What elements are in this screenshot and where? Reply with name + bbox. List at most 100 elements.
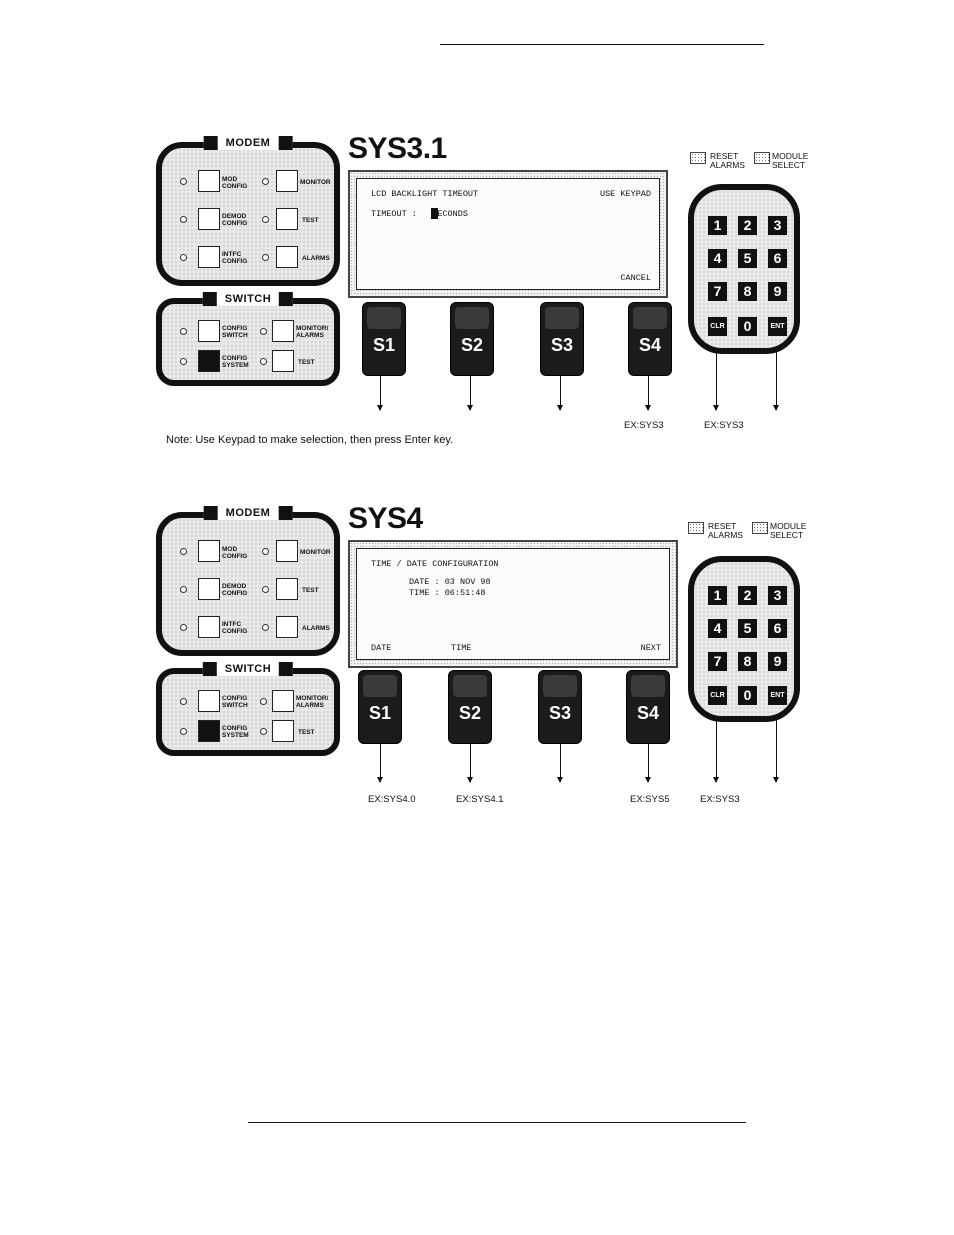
softkey-cap (545, 307, 579, 329)
lcd-cursor (431, 208, 438, 219)
key-8[interactable]: 8 (738, 282, 757, 301)
softkey-s3[interactable]: S3 (540, 302, 584, 376)
config-system-key[interactable] (198, 720, 220, 742)
softkey-s2[interactable]: S2 (448, 670, 492, 744)
key-5[interactable]: 5 (738, 619, 757, 638)
reset-alarms-label: RESET ALARMS (710, 151, 745, 170)
led-indicator (262, 586, 269, 593)
switch-test-key[interactable] (272, 350, 294, 372)
monitor-label: MONITOR (300, 549, 331, 556)
config-switch-label: CONFIG SWITCH (222, 325, 248, 339)
reset-alarms-button[interactable] (688, 522, 704, 534)
modem-panel-title: MODEM (203, 506, 293, 520)
softkey-s1[interactable]: S1 (362, 302, 406, 376)
demod-config-key[interactable] (198, 578, 220, 600)
monitor-alarms-key[interactable] (272, 320, 294, 342)
key-0[interactable]: 0 (738, 686, 757, 705)
key-6[interactable]: 6 (768, 619, 787, 638)
module-select-button[interactable] (752, 522, 768, 534)
softkey-s1[interactable]: S1 (358, 670, 402, 744)
softkey-s1-label: S1 (368, 703, 392, 723)
arrow-s4 (645, 376, 651, 411)
lcd-line-2: TIMEOUT : SECONDS (371, 209, 468, 219)
led-indicator (180, 254, 187, 261)
led-indicator (260, 358, 267, 365)
numeric-keypad: 1 2 3 4 5 6 7 8 9 CLR 0 ENT (688, 184, 800, 354)
key-clr[interactable]: CLR (708, 686, 727, 705)
reset-alarms-button[interactable] (690, 152, 706, 164)
alarms-key[interactable] (276, 616, 298, 638)
alarms-label: ALARMS (302, 625, 330, 632)
softkey-cap (367, 307, 401, 329)
key-9[interactable]: 9 (768, 652, 787, 671)
key-clr[interactable]: CLR (708, 317, 727, 336)
key-4[interactable]: 4 (708, 619, 727, 638)
diagram-sys3-1: MODEM MOD CONFIG MONITOR DEMOD CONFIG TE… (150, 132, 830, 446)
key-ent[interactable]: ENT (768, 317, 787, 336)
softkey-cap (453, 675, 487, 697)
monitor-key[interactable] (276, 170, 298, 192)
arrow-s2 (467, 376, 473, 411)
key-0[interactable]: 0 (738, 317, 757, 336)
led-indicator (180, 698, 187, 705)
softkey-s3[interactable]: S3 (538, 670, 582, 744)
test-key[interactable] (276, 578, 298, 600)
clr-target-label: EX:SYS3 (700, 794, 740, 805)
key-6[interactable]: 6 (768, 249, 787, 268)
led-indicator (180, 328, 187, 335)
key-4[interactable]: 4 (708, 249, 727, 268)
lcd-screen: LCD BACKLIGHT TIMEOUT USE KEYPAD TIMEOUT… (356, 178, 660, 290)
monitor-key[interactable] (276, 540, 298, 562)
key-8[interactable]: 8 (738, 652, 757, 671)
config-system-key[interactable] (198, 350, 220, 372)
intfc-config-key[interactable] (198, 616, 220, 638)
key-1[interactable]: 1 (708, 586, 727, 605)
config-system-label: CONFIG SYSTEM (222, 355, 249, 369)
key-ent[interactable]: ENT (768, 686, 787, 705)
switch-test-key[interactable] (272, 720, 294, 742)
modem-panel: MODEM MOD CONFIG MONITOR DEMOD CONFIG TE… (156, 136, 340, 286)
key-2[interactable]: 2 (738, 586, 757, 605)
softkey-s2[interactable]: S2 (450, 302, 494, 376)
intfc-config-key[interactable] (198, 246, 220, 268)
key-7[interactable]: 7 (708, 652, 727, 671)
mod-config-label: MOD CONFIG (222, 176, 248, 190)
led-indicator (262, 216, 269, 223)
mod-config-key[interactable] (198, 540, 220, 562)
softkey-s4[interactable]: S4 (628, 302, 672, 376)
config-switch-key[interactable] (198, 320, 220, 342)
arrow-s1 (377, 744, 383, 783)
reset-alarms-label: RESET ALARMS (708, 521, 743, 540)
monitor-alarms-label: MONITOR/ ALARMS (296, 695, 329, 709)
softkey-s4[interactable]: S4 (626, 670, 670, 744)
softkey-cap (455, 307, 489, 329)
clr-target-label: EX:SYS3 (704, 420, 744, 431)
softkey-s2-label: S2 (458, 703, 482, 723)
arrow-ent (773, 718, 779, 783)
switch-panel-title: SWITCH (202, 662, 294, 676)
led-indicator (260, 728, 267, 735)
intfc-config-label: INTFC CONFIG (222, 621, 248, 635)
key-2[interactable]: 2 (738, 216, 757, 235)
alarms-key[interactable] (276, 246, 298, 268)
key-5[interactable]: 5 (738, 249, 757, 268)
softkey-s1-label: S1 (372, 335, 396, 355)
mod-config-key[interactable] (198, 170, 220, 192)
diagram-sys4: MODEM MOD CONFIG MONITOR DEMOD CONFIG TE… (150, 502, 830, 806)
switch-test-label: TEST (298, 729, 315, 736)
test-key[interactable] (276, 208, 298, 230)
config-switch-key[interactable] (198, 690, 220, 712)
mod-config-label: MOD CONFIG (222, 546, 248, 560)
key-3[interactable]: 3 (768, 586, 787, 605)
key-1[interactable]: 1 (708, 216, 727, 235)
arrow-clr (713, 718, 719, 783)
led-indicator (180, 548, 187, 555)
key-7[interactable]: 7 (708, 282, 727, 301)
monitor-alarms-key[interactable] (272, 690, 294, 712)
demod-config-key[interactable] (198, 208, 220, 230)
led-indicator (262, 548, 269, 555)
key-9[interactable]: 9 (768, 282, 787, 301)
key-3[interactable]: 3 (768, 216, 787, 235)
module-select-button[interactable] (754, 152, 770, 164)
softkey-cap (631, 675, 665, 697)
